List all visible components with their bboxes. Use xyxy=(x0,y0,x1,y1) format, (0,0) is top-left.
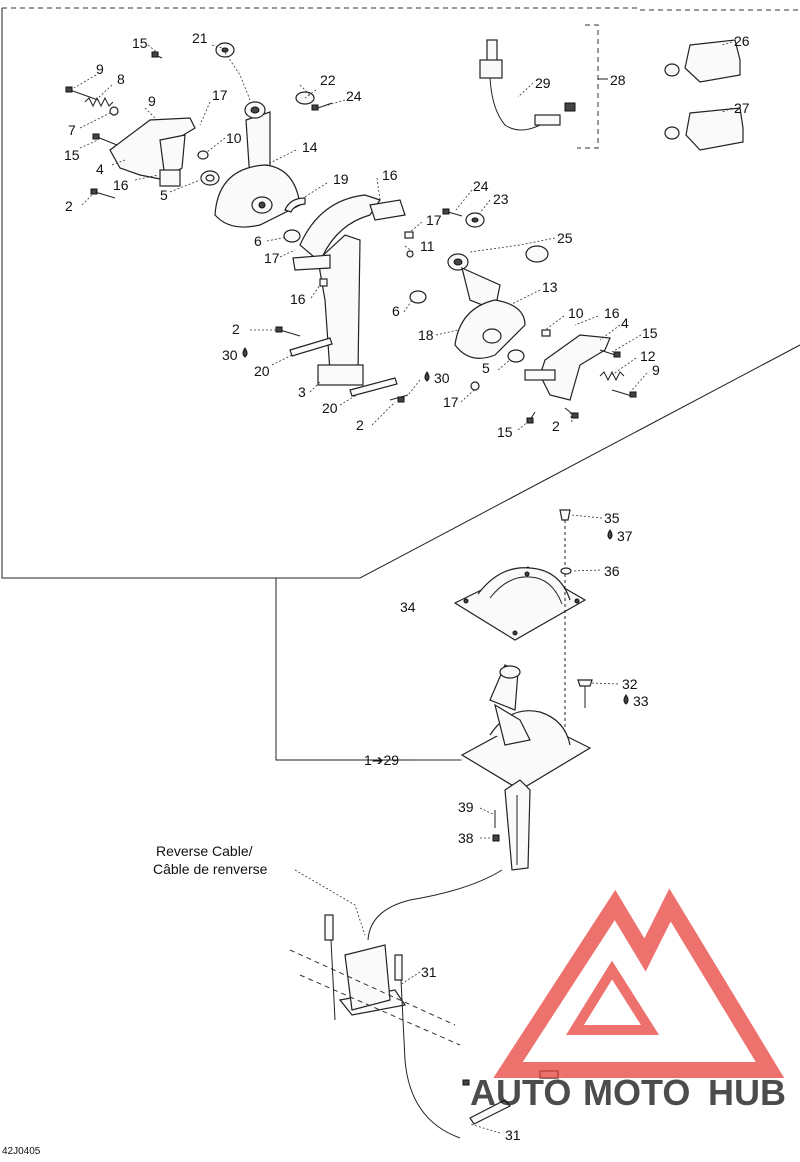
callout-16: 16 xyxy=(604,305,620,321)
callout-9: 9 xyxy=(652,362,660,378)
drop-icon xyxy=(242,347,248,358)
callout-6: 6 xyxy=(254,233,262,249)
callout-2: 2 xyxy=(232,321,240,337)
callout-31: 31 xyxy=(421,964,437,980)
upper-left-assembly xyxy=(65,42,333,199)
callout-23: 23 xyxy=(493,191,509,207)
callout-31: 31 xyxy=(505,1127,521,1143)
watermark-text-1: AUTO xyxy=(470,1072,571,1113)
callout-20: 20 xyxy=(322,400,338,416)
callout-30: 30 xyxy=(434,370,450,386)
lever-13 xyxy=(442,208,637,424)
callout-15: 15 xyxy=(132,35,148,51)
callout-27: 27 xyxy=(734,100,750,116)
callout-21: 21 xyxy=(192,30,208,46)
callout-32: 32 xyxy=(622,676,638,692)
callout-36: 36 xyxy=(604,563,620,579)
callout-3: 3 xyxy=(298,384,306,400)
callout-2: 2 xyxy=(65,198,73,214)
drop-icon xyxy=(424,371,430,382)
callout-7: 7 xyxy=(68,122,76,138)
callout-19: 19 xyxy=(333,171,349,187)
callout-6: 6 xyxy=(392,303,400,319)
drop-icon xyxy=(623,694,629,705)
callout-28: 28 xyxy=(610,72,626,88)
callout-10: 10 xyxy=(226,130,242,146)
watermark-text-3: HUB xyxy=(708,1072,786,1113)
callout-20: 20 xyxy=(254,363,270,379)
watermark-text-2: MOTO xyxy=(583,1072,690,1113)
callout-2: 2 xyxy=(356,417,364,433)
callout-25: 25 xyxy=(557,230,573,246)
watermark-logo: AUTO MOTO HUB xyxy=(470,888,786,1113)
plate-34 xyxy=(453,509,593,740)
callout-9: 9 xyxy=(148,93,156,109)
callout-4: 4 xyxy=(96,161,104,177)
housing-3 xyxy=(275,194,427,403)
callout-2: 2 xyxy=(552,418,560,434)
callout-38: 38 xyxy=(458,830,474,846)
cable-assembly xyxy=(289,869,559,1139)
callout-37: 37 xyxy=(617,528,633,544)
callout-16: 16 xyxy=(382,167,398,183)
lever-14 xyxy=(214,101,306,243)
callout-17: 17 xyxy=(443,394,459,410)
control-assembly-lower xyxy=(460,664,592,871)
callout-5: 5 xyxy=(160,187,168,203)
callout-12: 12 xyxy=(640,348,656,364)
callout-16: 16 xyxy=(113,177,129,193)
callout-15: 15 xyxy=(497,424,513,440)
callout-9: 9 xyxy=(96,61,104,77)
callout-1-to-29: 1➔29 xyxy=(364,752,399,768)
callout-11: 11 xyxy=(420,238,435,254)
callout-33: 33 xyxy=(633,693,649,709)
callout-labels: 15 21 9 8 9 7 17 22 24 10 14 15 4 16 5 2… xyxy=(64,30,750,1143)
reverse-cable-label-en: Reverse Cable/ xyxy=(156,843,253,859)
callout-18: 18 xyxy=(418,327,434,343)
callout-4: 4 xyxy=(621,315,629,331)
callout-15: 15 xyxy=(64,147,80,163)
callout-13: 13 xyxy=(542,279,558,295)
callout-17: 17 xyxy=(264,250,280,266)
callout-26: 26 xyxy=(734,33,750,49)
callout-39: 39 xyxy=(458,799,474,815)
drawing-code: 42J0405 xyxy=(2,1146,41,1157)
leader-lines xyxy=(73,41,733,1134)
callout-34: 34 xyxy=(400,599,416,615)
callout-16: 16 xyxy=(290,291,306,307)
callout-29: 29 xyxy=(535,75,551,91)
drop-icon xyxy=(607,529,613,540)
callout-5: 5 xyxy=(482,360,490,376)
callout-24: 24 xyxy=(473,178,489,194)
parts-26-29 xyxy=(479,39,744,151)
callout-15: 15 xyxy=(642,325,658,341)
callout-22: 22 xyxy=(320,72,336,88)
sealant-drop-icons xyxy=(242,347,629,705)
callout-14: 14 xyxy=(302,139,318,155)
callout-17: 17 xyxy=(426,212,442,228)
callout-24: 24 xyxy=(346,88,362,104)
callout-10: 10 xyxy=(568,305,584,321)
callout-30: 30 xyxy=(222,347,238,363)
callout-8: 8 xyxy=(117,71,125,87)
frame-lines xyxy=(1,7,800,761)
callout-17: 17 xyxy=(212,87,228,103)
callout-35: 35 xyxy=(604,510,620,526)
reverse-cable-label-fr: Câble de renverse xyxy=(153,861,268,877)
